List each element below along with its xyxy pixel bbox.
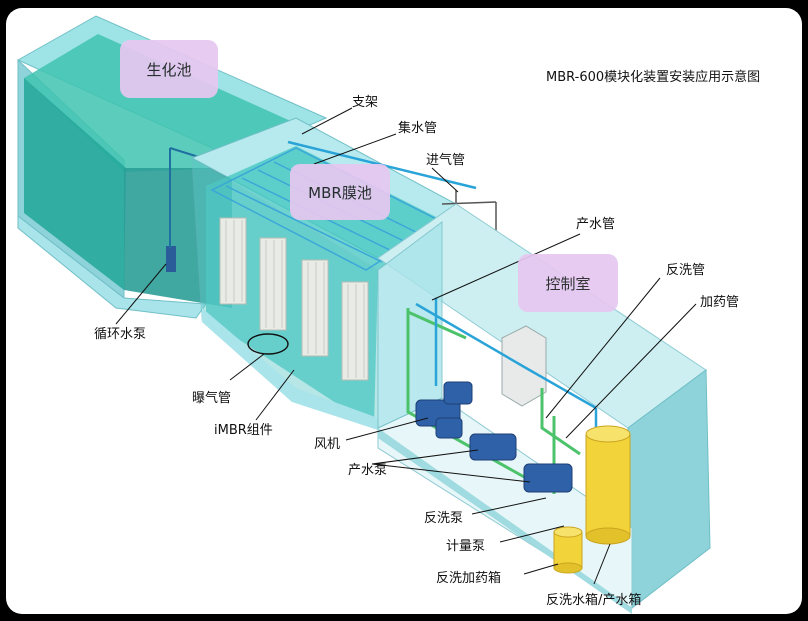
- dosing-tank-yellow: [553, 526, 583, 574]
- label-dosing-pipe: 加药管: [700, 295, 740, 310]
- label-air-inlet-pipe: 进气管: [426, 153, 466, 168]
- zone-bubble-control-room: 控制室: [518, 254, 618, 312]
- label-metering-pump: 计量泵: [446, 539, 486, 554]
- leader-lines: [115, 107, 697, 585]
- label-circulation-pump: 循环水泵: [94, 327, 147, 342]
- installation-illustration: [16, 15, 711, 614]
- zone-bubble-bio-tank: 生化池: [120, 40, 218, 98]
- zone-bubble-mbr-tank: MBR膜池: [290, 164, 390, 220]
- diagram-panel: 生化池 MBR膜池 控制室 MBR-600模块化装置安装应用示意图 支架 集水管…: [6, 8, 802, 614]
- label-product-water-pump: 产水泵: [348, 463, 388, 478]
- label-imbr-module: iMBR组件: [214, 423, 273, 438]
- label-backwash-pump: 反洗泵: [424, 511, 464, 526]
- label-backwash-dosing-tank: 反洗加药箱: [436, 571, 502, 586]
- label-blower: 风机: [314, 437, 341, 452]
- label-support-frame: 支架: [352, 95, 379, 110]
- label-backwash-product-tank: 反洗水箱/产水箱: [546, 593, 642, 608]
- bio-tank: [16, 15, 328, 319]
- label-aeration-pipe: 曝气管: [192, 391, 232, 406]
- label-water-collection-pipe: 集水管: [398, 121, 438, 136]
- water-tank-yellow: [585, 425, 631, 545]
- label-backwash-pipe: 反洗管: [666, 263, 706, 278]
- control-room: [377, 203, 711, 614]
- label-product-water-pipe: 产水管: [576, 217, 616, 232]
- diagram-title: MBR-600模块化装置安装应用示意图: [546, 70, 761, 85]
